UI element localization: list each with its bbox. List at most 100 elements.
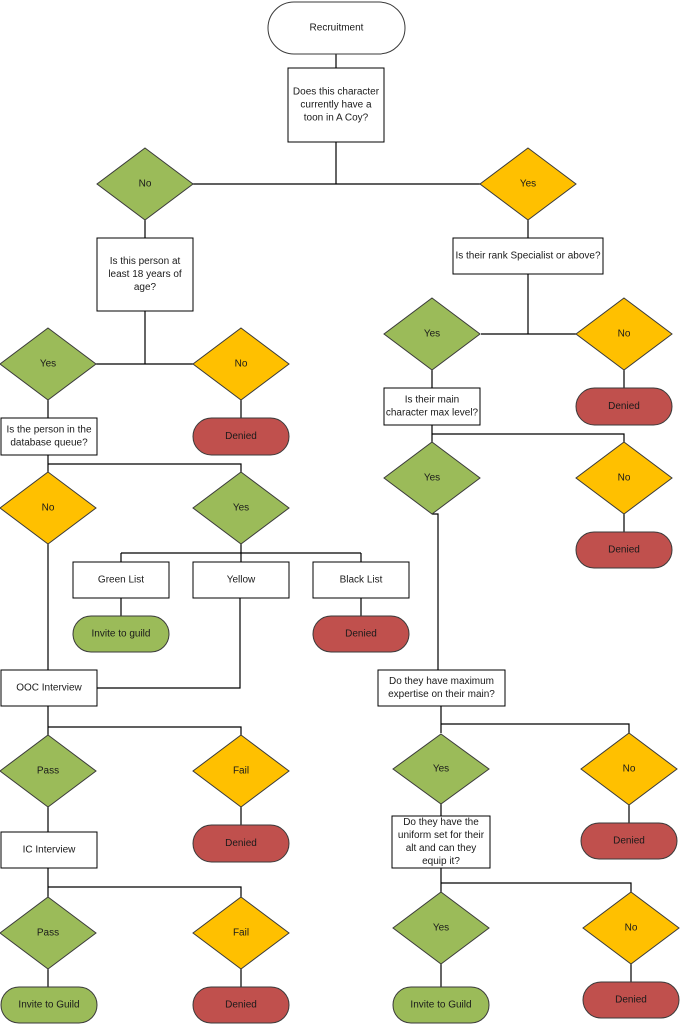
question-rank: Is their rank Specialist or above?	[452, 237, 604, 275]
node-label: database queue?	[10, 438, 88, 449]
terminator-pill	[392, 986, 490, 1024]
decision-yes-uniform: Yes	[392, 891, 490, 965]
decision-yes-toon: Yes	[479, 147, 577, 221]
process-box	[0, 831, 98, 869]
connector-line	[97, 598, 241, 689]
decision-diamond	[392, 733, 490, 805]
node-label: Recruitment	[310, 23, 364, 34]
decision-diamond	[192, 734, 290, 808]
question-age: Is this person at least 18 years of age?	[96, 237, 194, 312]
process-black-list: Black List	[312, 561, 410, 599]
node-label: IC Interview	[23, 845, 77, 856]
node-label: No	[623, 764, 636, 775]
process-box	[0, 417, 98, 456]
process-ooc-interview: OOC Interview	[0, 669, 98, 707]
node-label: Do they have maximum	[389, 676, 494, 687]
process-box	[377, 669, 506, 707]
node-label: Is their rank Specialist or above?	[455, 251, 601, 262]
decision-diamond	[582, 891, 680, 965]
decision-fail-ooc: Fail	[192, 734, 290, 808]
decision-no-level: No	[575, 441, 673, 515]
node-label: Does this character	[293, 87, 380, 98]
node-label: expertise on their main?	[388, 689, 495, 700]
decision-diamond	[383, 441, 481, 515]
connector-line	[192, 142, 482, 185]
node-label: Yes	[233, 503, 249, 514]
terminator-pill	[582, 981, 680, 1019]
node-label: toon in A Coy?	[304, 113, 369, 124]
connector-line	[47, 868, 242, 898]
node-label: Is this person at	[110, 256, 181, 267]
connector-line	[47, 706, 242, 736]
node-label: equip it?	[422, 856, 460, 867]
node-label: Denied	[613, 836, 645, 847]
decision-pass-ic: Pass	[0, 896, 97, 970]
terminator-pill	[312, 615, 410, 653]
connector-line	[440, 868, 632, 892]
process-box	[312, 561, 410, 599]
decision-diamond	[479, 147, 577, 221]
decision-diamond	[192, 327, 290, 401]
node-label: No	[618, 473, 631, 484]
node-label: least 18 years of	[108, 269, 182, 280]
node-label: Pass	[37, 928, 59, 939]
decision-no-rank: No	[575, 297, 673, 371]
decision-pass-ooc: Pass	[0, 734, 97, 808]
terminator-pill	[0, 986, 98, 1024]
terminator-invite-ic: Invite to Guild	[0, 986, 98, 1024]
decision-yes-expertise: Yes	[392, 733, 490, 805]
terminator-pill	[192, 824, 290, 863]
terminator-denied-age: Denied	[192, 417, 290, 456]
connector-line	[47, 455, 242, 473]
terminator-pill	[192, 986, 290, 1024]
connector-line	[96, 311, 193, 365]
process-box	[452, 237, 604, 275]
node-label: Denied	[225, 838, 257, 849]
terminator-invite-green: Invite to guild	[72, 615, 170, 653]
node-label: Invite to guild	[92, 629, 151, 640]
terminator-pill	[575, 387, 673, 426]
node-label: Yellow	[227, 575, 256, 586]
node-label: Is the person in the	[6, 425, 91, 436]
node-label: No	[235, 359, 248, 370]
decision-diamond	[0, 734, 97, 808]
terminator-denied-rank: Denied	[575, 387, 673, 426]
node-label: age?	[134, 282, 157, 293]
decision-diamond	[0, 896, 97, 970]
decision-no-toon: No	[96, 147, 194, 221]
decision-diamond	[192, 471, 290, 545]
terminator-denied-black: Denied	[312, 615, 410, 653]
node-label: No	[618, 329, 631, 340]
decision-diamond	[580, 732, 678, 806]
process-box	[192, 561, 290, 599]
terminator-pill	[72, 615, 170, 653]
question-toon-in-coy: Does this character currently have a toon …	[287, 67, 385, 143]
terminator-denied-expertise: Denied	[580, 822, 678, 860]
node-label: Denied	[615, 995, 647, 1006]
node-label: Yes	[40, 359, 56, 370]
node-label: currently have a	[300, 100, 372, 111]
node-label: Denied	[225, 431, 257, 442]
decision-diamond	[575, 441, 673, 515]
terminator-denied-ic: Denied	[192, 986, 290, 1024]
decision-no-queue: No	[0, 471, 97, 545]
node-label: Do they have the	[403, 817, 479, 828]
decision-yes-queue: Yes	[192, 471, 290, 545]
process-box	[72, 561, 170, 599]
terminator-pill	[580, 822, 678, 860]
decision-yes-age: Yes	[0, 327, 97, 401]
decision-yes-rank: Yes	[383, 297, 481, 371]
node-label: Is their main	[405, 395, 459, 406]
node-label: Yes	[424, 473, 440, 484]
decision-diamond	[192, 896, 290, 970]
decision-diamond	[96, 147, 194, 221]
node-label: Pass	[37, 766, 59, 777]
decision-no-uniform: No	[582, 891, 680, 965]
terminator-pill	[575, 531, 673, 569]
node-label: OOC Interview	[16, 683, 82, 694]
connector-line	[431, 425, 625, 443]
process-box	[96, 237, 194, 312]
terminator-denied-uniform: Denied	[582, 981, 680, 1019]
node-label: Denied	[608, 545, 640, 556]
